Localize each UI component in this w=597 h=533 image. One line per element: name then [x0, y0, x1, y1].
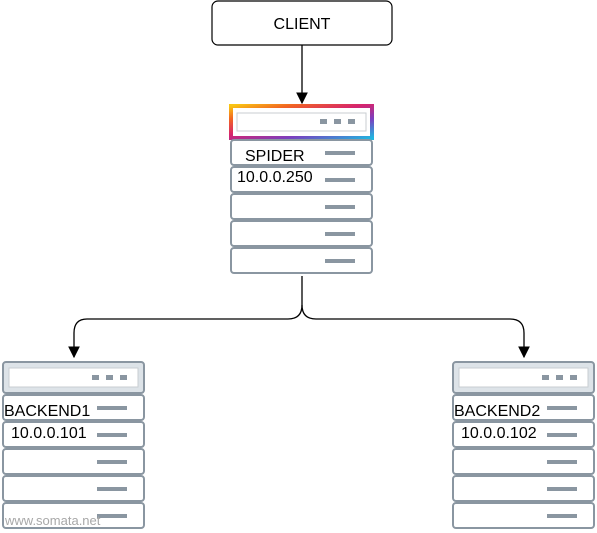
slot-bar — [325, 151, 355, 155]
dot-icon — [542, 375, 549, 380]
dot-icon — [556, 375, 563, 380]
slot-bar — [547, 406, 577, 410]
spider-name: SPIDER — [245, 148, 305, 165]
backend1-ip: 10.0.0.101 — [11, 425, 87, 442]
spider-slot — [230, 166, 373, 193]
spider-ip: 10.0.0.250 — [237, 169, 313, 186]
dot-icon — [120, 375, 127, 380]
spider-server: SPIDER 10.0.0.250 — [229, 104, 374, 274]
client-node: CLIENT — [211, 0, 393, 46]
dot-icon — [320, 119, 327, 124]
dot-icon — [106, 375, 113, 380]
backend1-slot — [2, 475, 145, 502]
backend1-slot — [2, 448, 145, 475]
backend1-slot — [2, 502, 145, 529]
slot-bar — [547, 433, 577, 437]
slot-bar — [97, 433, 127, 437]
spider-slot — [230, 193, 373, 220]
backend2-slot — [452, 475, 595, 502]
backend2-name: BACKEND2 — [454, 403, 540, 420]
spider-slot — [230, 247, 373, 274]
backend2-slot — [452, 502, 595, 529]
spider-to-backend1-arrow — [68, 276, 303, 359]
backend1-slot — [2, 394, 145, 421]
client-label: CLIENT — [274, 16, 331, 33]
dot-icon — [570, 375, 577, 380]
slot-bar — [547, 460, 577, 464]
slot-bar — [547, 514, 577, 518]
backend2-server: BACKEND2 10.0.0.102 — [452, 361, 595, 529]
connectors — [68, 45, 530, 359]
backend2-header-panel — [458, 367, 589, 388]
watermark: www.somata.net — [4, 513, 101, 528]
spider-header-panel — [236, 112, 367, 132]
backend1-server: BACKEND1 10.0.0.101 — [2, 361, 145, 529]
dot-icon — [348, 119, 355, 124]
spider-slot — [230, 220, 373, 247]
backend2-slot — [452, 421, 595, 448]
backend2-slot — [452, 448, 595, 475]
slot-bar — [97, 487, 127, 491]
spider-slot — [230, 139, 373, 166]
slot-bar — [97, 460, 127, 464]
backend2-slot — [452, 394, 595, 421]
slot-bar — [547, 487, 577, 491]
spider-to-backend2-arrow — [301, 304, 530, 359]
backend1-slot — [2, 421, 145, 448]
backend1-name: BACKEND1 — [4, 403, 90, 420]
backend2-ip: 10.0.0.102 — [461, 425, 537, 442]
slot-bar — [97, 514, 127, 518]
slot-bar — [97, 406, 127, 410]
slot-bar — [325, 232, 355, 236]
dot-icon — [92, 375, 99, 380]
dot-icon — [334, 119, 341, 124]
slot-bar — [325, 178, 355, 182]
slot-bar — [325, 259, 355, 263]
backend1-header-panel — [8, 367, 139, 388]
slot-bar — [325, 205, 355, 209]
